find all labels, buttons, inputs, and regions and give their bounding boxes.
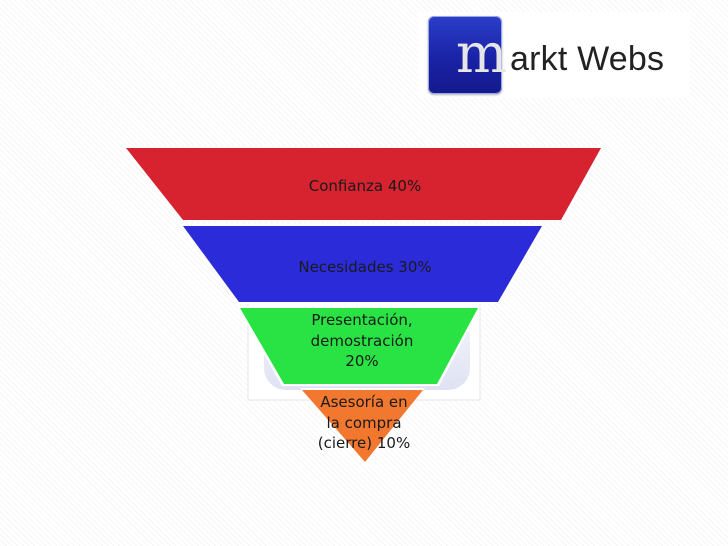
stage-label-presentacion: Presentación, demostración 20% <box>310 311 414 370</box>
funnel-stage-presentacion-fill <box>240 308 478 384</box>
logo-m-letter: m <box>456 22 508 85</box>
stage-label-necesidades: Necesidades 30% <box>298 258 432 276</box>
funnel-stage-confianza-fill <box>126 148 601 220</box>
logo-badge <box>428 16 502 94</box>
funnel-stage-asesoria-fill <box>302 390 423 462</box>
stage-label-asesoria: Asesoría en la compra (cierre) 10% <box>317 393 411 452</box>
markt-webs-logo: m arkt Webs <box>418 12 690 98</box>
logo-wordmark: arkt Webs <box>510 40 665 78</box>
funnel-stage-necesidades-fill <box>183 226 542 302</box>
stage-label-confianza: Confianza 40% <box>308 177 422 195</box>
